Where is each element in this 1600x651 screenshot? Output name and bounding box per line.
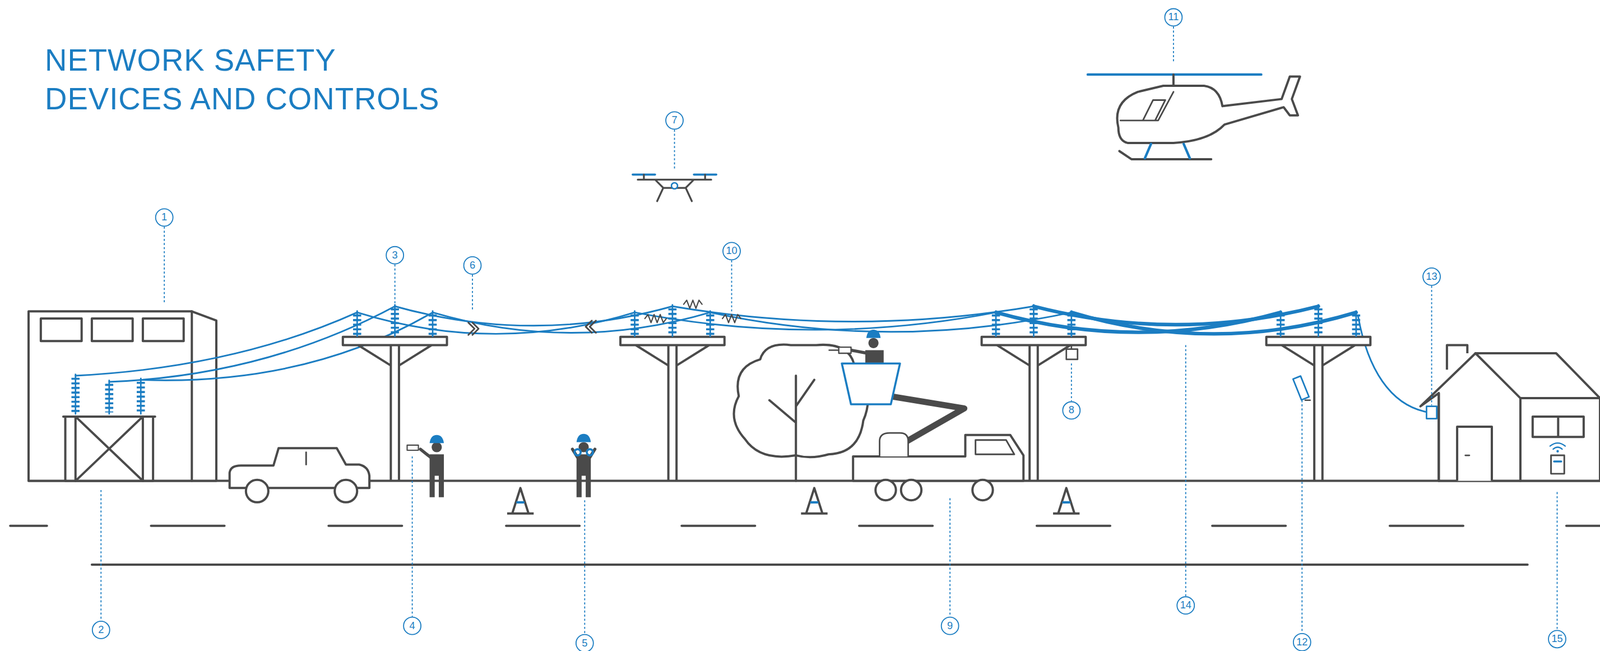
worker-arms [572, 448, 595, 458]
door-handle [1465, 454, 1470, 457]
wire [75, 312, 358, 376]
boom-base [879, 432, 909, 457]
pole [1266, 336, 1371, 481]
cone-stripe [811, 501, 818, 504]
traffic-cone [800, 487, 828, 514]
transformer-bracing [63, 416, 156, 481]
pole [620, 336, 725, 481]
callout-number: 11 [1164, 8, 1184, 27]
worker-head [868, 337, 879, 349]
insulator-core [75, 373, 142, 415]
tree-trunk [769, 375, 815, 481]
wire [710, 312, 1072, 332]
smart-meter [1551, 455, 1565, 474]
skid-struts [1144, 144, 1190, 159]
worker-head [431, 441, 442, 452]
wire [672, 305, 1034, 322]
bucket-truck [852, 434, 1024, 481]
substation-building [28, 311, 217, 481]
wifi-dot [1556, 450, 1559, 453]
pole-insulators [356, 308, 1357, 335]
cone-stripe [517, 501, 524, 504]
line-sensor [1066, 349, 1078, 360]
wire [140, 312, 433, 380]
cab-window [975, 439, 1015, 454]
rotor-mast [1172, 74, 1175, 86]
callout-number: 7 [665, 110, 684, 130]
covered-conductor [1071, 312, 1357, 334]
chimney [1447, 344, 1468, 370]
callout-number: 12 [1292, 632, 1312, 651]
callout-number: 6 [463, 256, 482, 275]
wheel [972, 479, 993, 500]
callout-number: 14 [1176, 595, 1195, 615]
diagram-title: NETWORK SAFETY DEVICES AND CONTROLS [44, 40, 469, 119]
wifi-signal [1550, 442, 1566, 449]
traffic-cone [1053, 487, 1080, 514]
drone-camera [671, 182, 678, 189]
worker-arm [851, 350, 868, 354]
substation-insulators [75, 377, 142, 413]
service-drop [1357, 316, 1430, 412]
callout-number: 1 [155, 207, 174, 227]
callout-number: 15 [1547, 629, 1567, 648]
line-marker [468, 320, 597, 335]
spacer-damper [645, 299, 741, 323]
drone-body [637, 174, 712, 201]
road-edge [91, 563, 1528, 566]
worker-body [576, 453, 591, 497]
car-window [305, 452, 308, 465]
callout-number: 9 [940, 616, 960, 635]
cone-stripe [1063, 501, 1070, 504]
building-edge [190, 311, 193, 481]
leader-line [100, 26, 1557, 634]
callout-number: 2 [91, 620, 111, 639]
hard-hat [866, 329, 881, 338]
helicopter-cockpit [1120, 91, 1174, 121]
house-window [1532, 416, 1584, 437]
house [1420, 353, 1600, 481]
drone-rotors [632, 173, 717, 176]
callout-number: 13 [1422, 267, 1441, 286]
chainsaw [828, 346, 851, 354]
service-fuse [1426, 406, 1437, 419]
callout-number: 8 [1061, 401, 1081, 420]
helicopter-body [1116, 76, 1300, 143]
hard-hat [429, 434, 444, 444]
hard-hat [576, 433, 591, 443]
building-windows [40, 318, 184, 341]
device-lead [1305, 399, 1311, 401]
callout-number: 3 [385, 246, 405, 265]
recloser-device [1292, 376, 1310, 401]
door [1457, 426, 1492, 481]
house-wall [1438, 353, 1600, 481]
handheld-detector [406, 444, 419, 451]
wheel [334, 479, 357, 503]
wheel [246, 479, 269, 503]
worker-body [429, 453, 444, 497]
traffic-cone [507, 487, 534, 514]
callout-number: 5 [575, 633, 595, 651]
wheel [875, 479, 896, 500]
callout-number: 10 [722, 242, 741, 261]
callout-number: 4 [402, 616, 422, 635]
wheel [901, 479, 922, 500]
aerial-bucket [841, 363, 901, 405]
insulator-core [356, 304, 1357, 337]
binoculars [574, 448, 593, 456]
worker-arm [420, 448, 431, 458]
road-dashes [10, 524, 1600, 527]
meter-display [1554, 460, 1562, 463]
helicopter-skid [1119, 150, 1212, 160]
